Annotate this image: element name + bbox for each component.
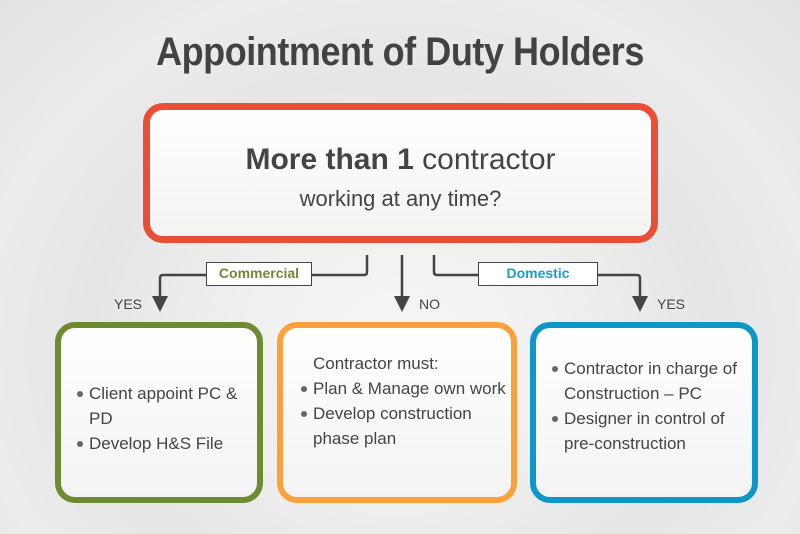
diagram-title: Appointment of Duty Holders — [156, 30, 644, 74]
list-item: Develop H&S File — [75, 431, 255, 456]
domestic-tag: Domestic — [478, 262, 598, 286]
no-label: NO — [419, 296, 440, 312]
list-item: Client appoint PC & PD — [75, 381, 255, 431]
arrow-down-icon — [632, 296, 648, 312]
question-rest-text: contractor — [422, 143, 556, 176]
arrow-down-icon — [394, 296, 410, 312]
question-line-1: More than 1 contractor — [150, 143, 651, 177]
domestic-result-box: Contractor in charge of Construction – P… — [530, 322, 758, 503]
list-item: Plan & Manage own work — [299, 376, 514, 401]
question-box: More than 1 contractor working at any ti… — [143, 103, 658, 243]
list-item: Contractor in charge of Construction – P… — [550, 356, 750, 406]
list-item: Develop construction phase plan — [299, 401, 514, 451]
domestic-yes-label: YES — [657, 296, 686, 312]
list-item: Designer in control of pre-construction — [550, 406, 750, 456]
no-list: Contractor must: Plan & Manage own work … — [299, 351, 514, 451]
arrow-down-icon — [152, 296, 168, 312]
no-box-heading: Contractor must: — [313, 354, 439, 373]
domestic-list: Contractor in charge of Construction – P… — [550, 356, 750, 456]
commercial-list: Client appoint PC & PD Develop H&S File — [75, 381, 255, 456]
commercial-yes-label: YES — [114, 296, 143, 312]
commercial-tag: Commercial — [206, 262, 312, 286]
question-bold-text: More than 1 — [245, 143, 414, 176]
commercial-result-box: Client appoint PC & PD Develop H&S File — [55, 322, 263, 503]
no-result-box: Contractor must: Plan & Manage own work … — [277, 322, 517, 503]
question-line-2: working at any time? — [299, 186, 502, 211]
